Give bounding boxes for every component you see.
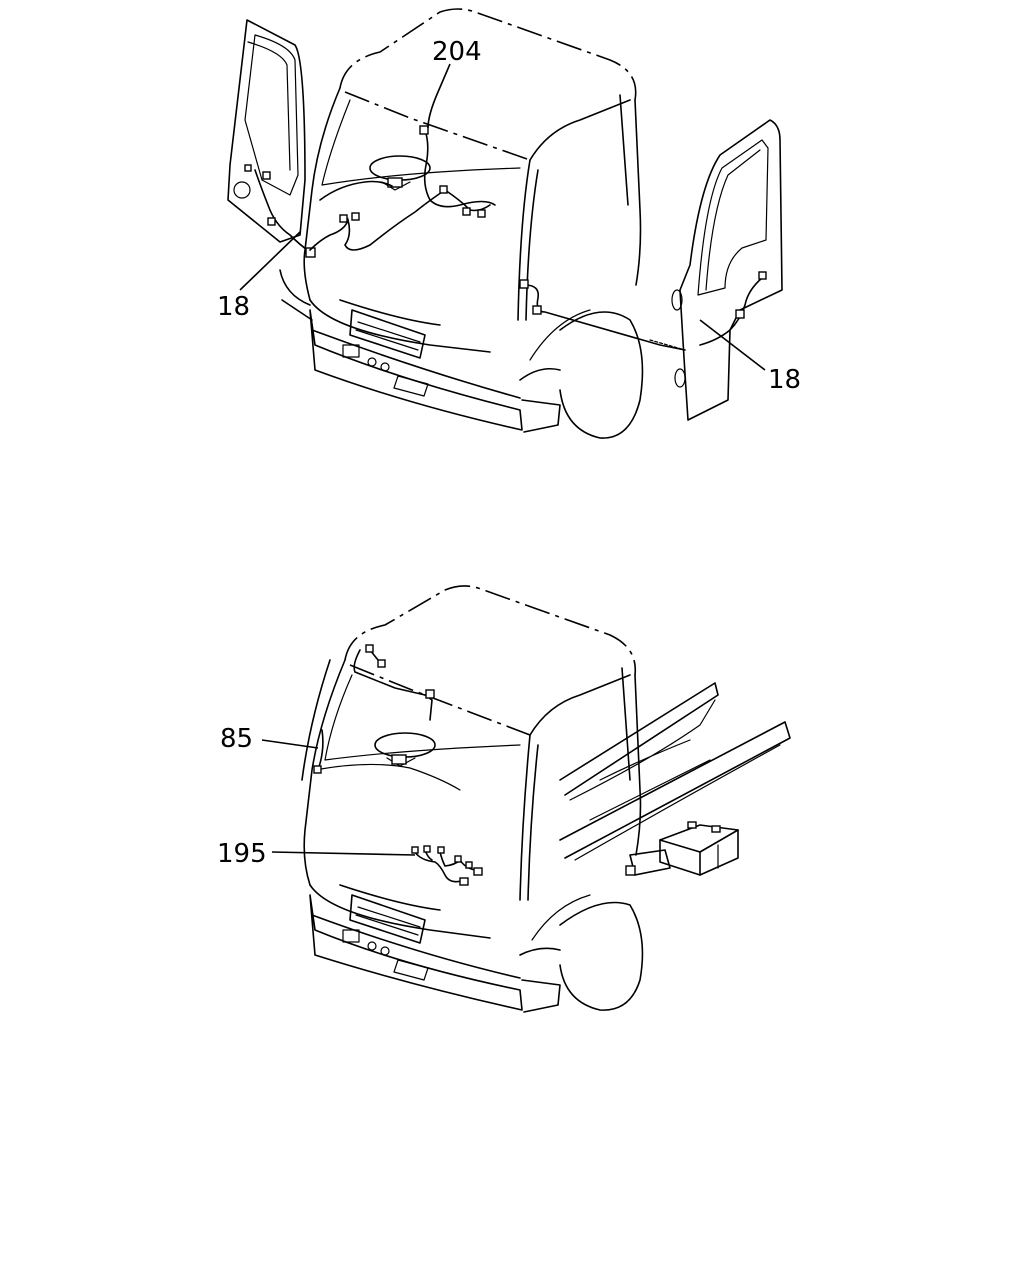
- callout-204: 204: [432, 37, 482, 67]
- callout-18-right: 18: [768, 365, 801, 395]
- bottom-truck-view: [261, 585, 791, 1013]
- callout-18-left: 18: [217, 292, 250, 322]
- callout-85: 85: [220, 724, 253, 754]
- callout-195: 195: [217, 839, 267, 869]
- top-truck-view: [227, 8, 783, 439]
